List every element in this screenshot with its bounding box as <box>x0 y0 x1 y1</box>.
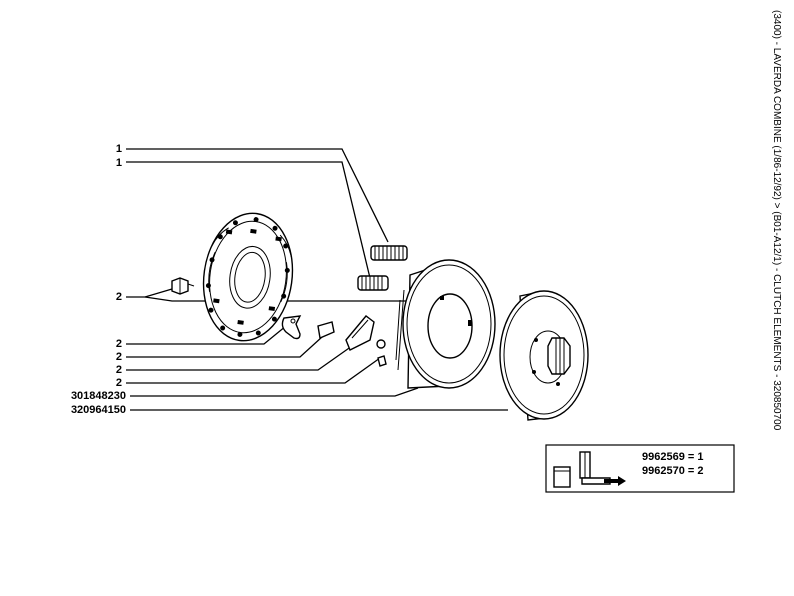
pressure-plate <box>395 259 496 389</box>
release-lever <box>281 315 302 340</box>
leader-pin <box>126 357 381 384</box>
callout-label-2a: 2 <box>116 291 122 303</box>
callout-label-2c: 2 <box>116 351 122 363</box>
leader-nut <box>126 288 173 298</box>
leader-lines <box>126 148 508 411</box>
leader-spring-upper <box>126 148 389 243</box>
leader-bracket-top <box>144 296 408 302</box>
lever-bracket <box>345 315 375 351</box>
callout-label-2e: 2 <box>116 377 122 389</box>
callout-label-1a: 1 <box>116 143 122 155</box>
callout-label-clutch-disc: 320964150 <box>71 404 126 416</box>
strut <box>317 321 335 339</box>
callout-label-pressure-plate: 301848230 <box>71 390 126 402</box>
leader-pressure-plate <box>130 387 419 397</box>
clutch-disc <box>499 290 589 421</box>
kit-legend-line-1: 9962569 = 1 <box>642 451 703 463</box>
leader-strut <box>126 336 323 358</box>
adjusting-nut <box>171 277 195 295</box>
kit-legend-line-2: 9962570 = 2 <box>642 465 703 477</box>
leader-bracket <box>126 345 353 371</box>
pin <box>376 339 387 367</box>
pressure-spring-lower <box>357 275 389 291</box>
kit-legend-frame <box>545 444 735 493</box>
clutch-cover <box>202 212 294 342</box>
callout-label-2b: 2 <box>116 338 122 350</box>
callout-label-2d: 2 <box>116 364 122 376</box>
kit-legend: 9962569 = 1 9962570 = 2 <box>545 444 735 493</box>
callout-labels: 1 1 2 2 2 2 2 301848230 320964150 <box>71 143 126 416</box>
kit-icon <box>553 451 626 488</box>
pressure-spring-upper <box>370 245 408 261</box>
leader-spring-lower <box>126 161 371 279</box>
side-title: (3400) - LAVERDA COMBINE (1/86-12/92) > … <box>771 10 782 431</box>
callout-label-1b: 1 <box>116 157 122 169</box>
leader-lever <box>126 325 287 345</box>
